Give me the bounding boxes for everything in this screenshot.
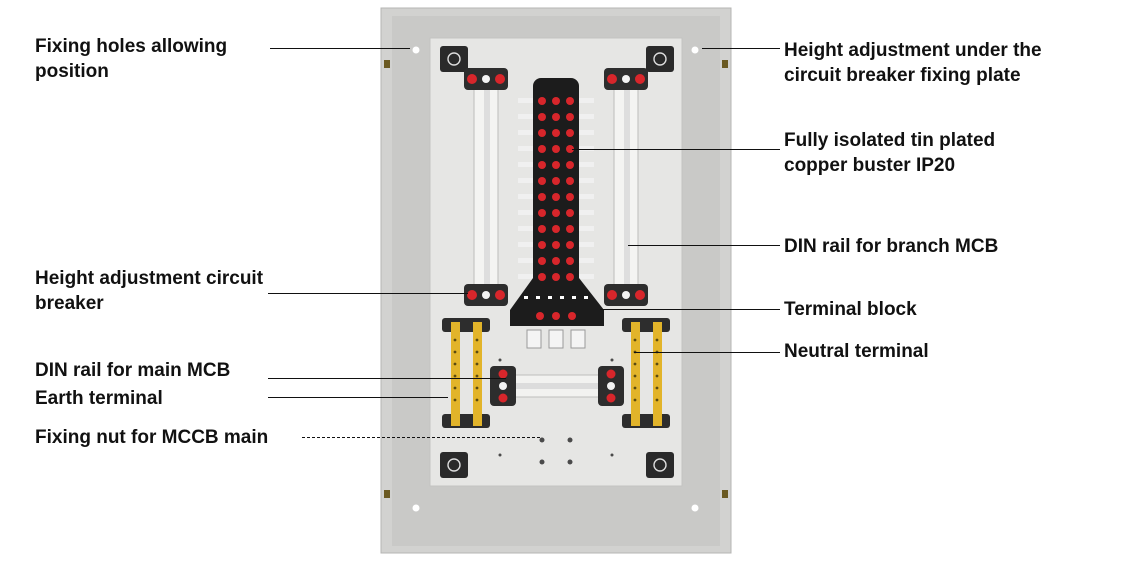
busbar-fingers [518,98,594,279]
leader-din-main [268,378,506,379]
label-din-main: DIN rail for main MCB [35,360,231,381]
leader-fixing-nut [302,437,540,438]
earth-terminal [442,318,490,428]
label-busbar: Fully isolated tin plated copper buster … [784,130,996,176]
leader-earth-terminal [268,397,448,398]
label-fixing-holes: Fixing holes allowing position [35,36,228,82]
label-din-branch: DIN rail for branch MCB [784,236,999,257]
neutral-terminal [622,318,670,428]
busbar-contacts [536,97,576,320]
fixing-hole [691,504,699,512]
label-neutral-terminal: Neutral terminal [784,341,929,362]
leader-height-adj-breaker [268,293,468,294]
label-fixing-nut: Fixing nut for MCCB main [35,427,269,448]
label-terminal-block: Terminal block [784,299,917,320]
terminal-block [510,278,604,326]
leader-busbar [572,149,780,150]
label-earth-terminal: Earth terminal [35,388,163,409]
fixing-hole [691,46,699,54]
label-height-adj-plate: Height adjustment under the circuit brea… [784,40,1042,86]
mccb-fixing-holes [498,358,614,465]
leader-din-branch [628,245,780,246]
leader-height-adj-plate [702,48,780,49]
leader-neutral-terminal [634,352,780,353]
fixing-hole [412,504,420,512]
leader-fixing-holes [270,48,410,49]
corner-adjuster [440,46,674,478]
fixing-hole [412,46,420,54]
leader-terminal-block [600,309,780,310]
label-height-adj-breaker: Height adjustment circuit breaker [35,268,264,314]
main-terminals [526,329,586,349]
